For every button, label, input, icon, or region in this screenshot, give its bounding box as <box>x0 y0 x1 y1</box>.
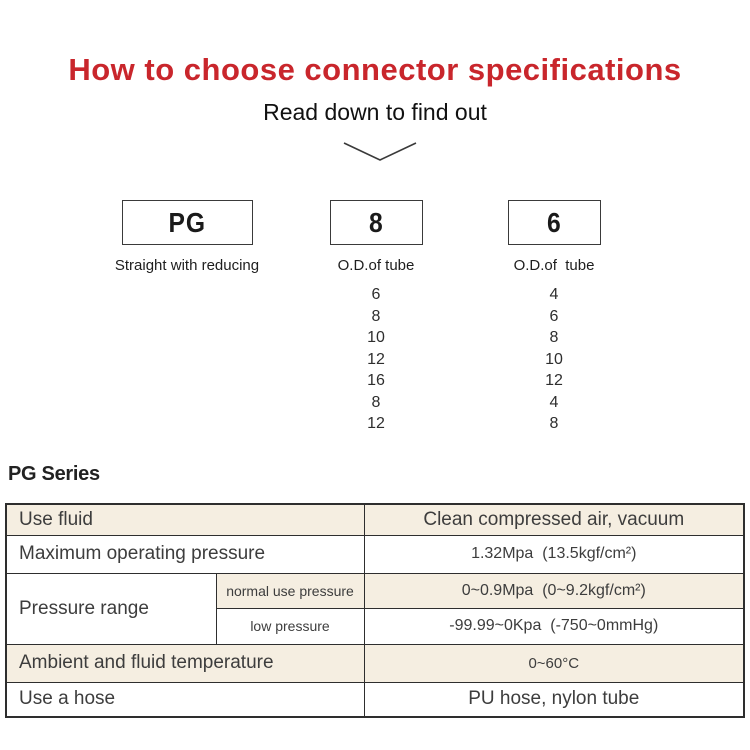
row-max-pressure-value: 1.32Mpa (13.5kgf/cm²) <box>363 534 745 574</box>
od1-option: 12 <box>367 350 385 368</box>
od2-option: 8 <box>549 329 559 346</box>
od2-option: 12 <box>545 372 563 389</box>
row-hose-value: PU hose, nylon tube <box>363 681 745 718</box>
row-use-fluid-value: Clean compressed air, vacuum <box>363 503 745 536</box>
code-box-pg: PG <box>121 200 253 245</box>
od1-option: 8 <box>371 307 381 325</box>
row-hose-label: Use a hose <box>5 681 365 718</box>
page-title: How to choose connector specifications <box>68 52 682 87</box>
od2-option: 4 <box>549 393 559 411</box>
code-box-pg-text: PG <box>168 206 206 238</box>
code-segment-od1-label: O.D.of tube <box>337 257 415 274</box>
table-row: Ambient and fluid temperature 0~60°C <box>5 643 745 683</box>
od1-option: 10 <box>367 329 385 346</box>
od1-option: 12 <box>367 415 385 432</box>
code-segment-od2-label: O.D.of tube <box>513 257 595 274</box>
row-use-fluid-label: Use fluid <box>5 503 365 536</box>
row-max-pressure-label: Maximum operating pressure <box>5 534 365 574</box>
od1-option: 8 <box>371 393 381 411</box>
row-pressure-range-label: Pressure range <box>5 572 217 645</box>
row-normal-pressure-label: normal use pressure <box>215 572 365 609</box>
code-box-od2: 6 <box>507 200 601 245</box>
od2-option: 4 <box>549 286 559 303</box>
od1-option: 6 <box>371 286 381 303</box>
page-subtitle: Read down to find out <box>263 99 487 125</box>
row-temperature-value: 0~60°C <box>363 643 745 683</box>
chevron-down-icon <box>340 140 420 164</box>
table-row: Maximum operating pressure 1.32Mpa (13.5… <box>5 534 745 574</box>
code-box-od2-text: 6 <box>546 206 562 238</box>
od1-option: 16 <box>367 372 385 389</box>
code-box-od1: 8 <box>329 200 423 245</box>
code-segment-od2: 6 O.D.of tube 4 6 8 10 12 4 8 <box>454 200 654 435</box>
od2-option: 6 <box>549 307 559 325</box>
spec-table: Use fluid Clean compressed air, vacuum M… <box>5 503 746 718</box>
row-low-pressure-label: low pressure <box>215 607 365 645</box>
table-row: low pressure -99.99~0Kpa (-750~0mmHg) <box>6 607 745 645</box>
row-low-pressure-value: -99.99~0Kpa (-750~0mmHg) <box>363 607 745 645</box>
series-heading: PG Series <box>8 463 100 485</box>
od2-option: 8 <box>549 415 559 432</box>
code-segment-od1: 8 O.D.of tube 6 8 10 12 16 8 12 <box>276 200 476 435</box>
table-row: Use a hose PU hose, nylon tube <box>5 681 745 718</box>
table-row: Use fluid Clean compressed air, vacuum <box>5 503 745 536</box>
code-segment-pg: PG Straight with reducing <box>87 200 287 274</box>
od1-options-list: 6 8 10 12 16 8 12 <box>367 284 385 435</box>
code-segment-pg-label: Straight with reducing <box>114 257 260 274</box>
row-temperature-label: Ambient and fluid temperature <box>5 643 365 683</box>
code-box-od1-text: 8 <box>368 206 384 238</box>
table-row: Pressure range normal use pressure 0~0.9… <box>5 572 745 645</box>
od2-option: 10 <box>545 350 563 368</box>
row-normal-pressure-value: 0~0.9Mpa (0~9.2kgf/cm²) <box>363 572 745 609</box>
od2-options-list: 4 6 8 10 12 4 8 <box>545 284 563 435</box>
